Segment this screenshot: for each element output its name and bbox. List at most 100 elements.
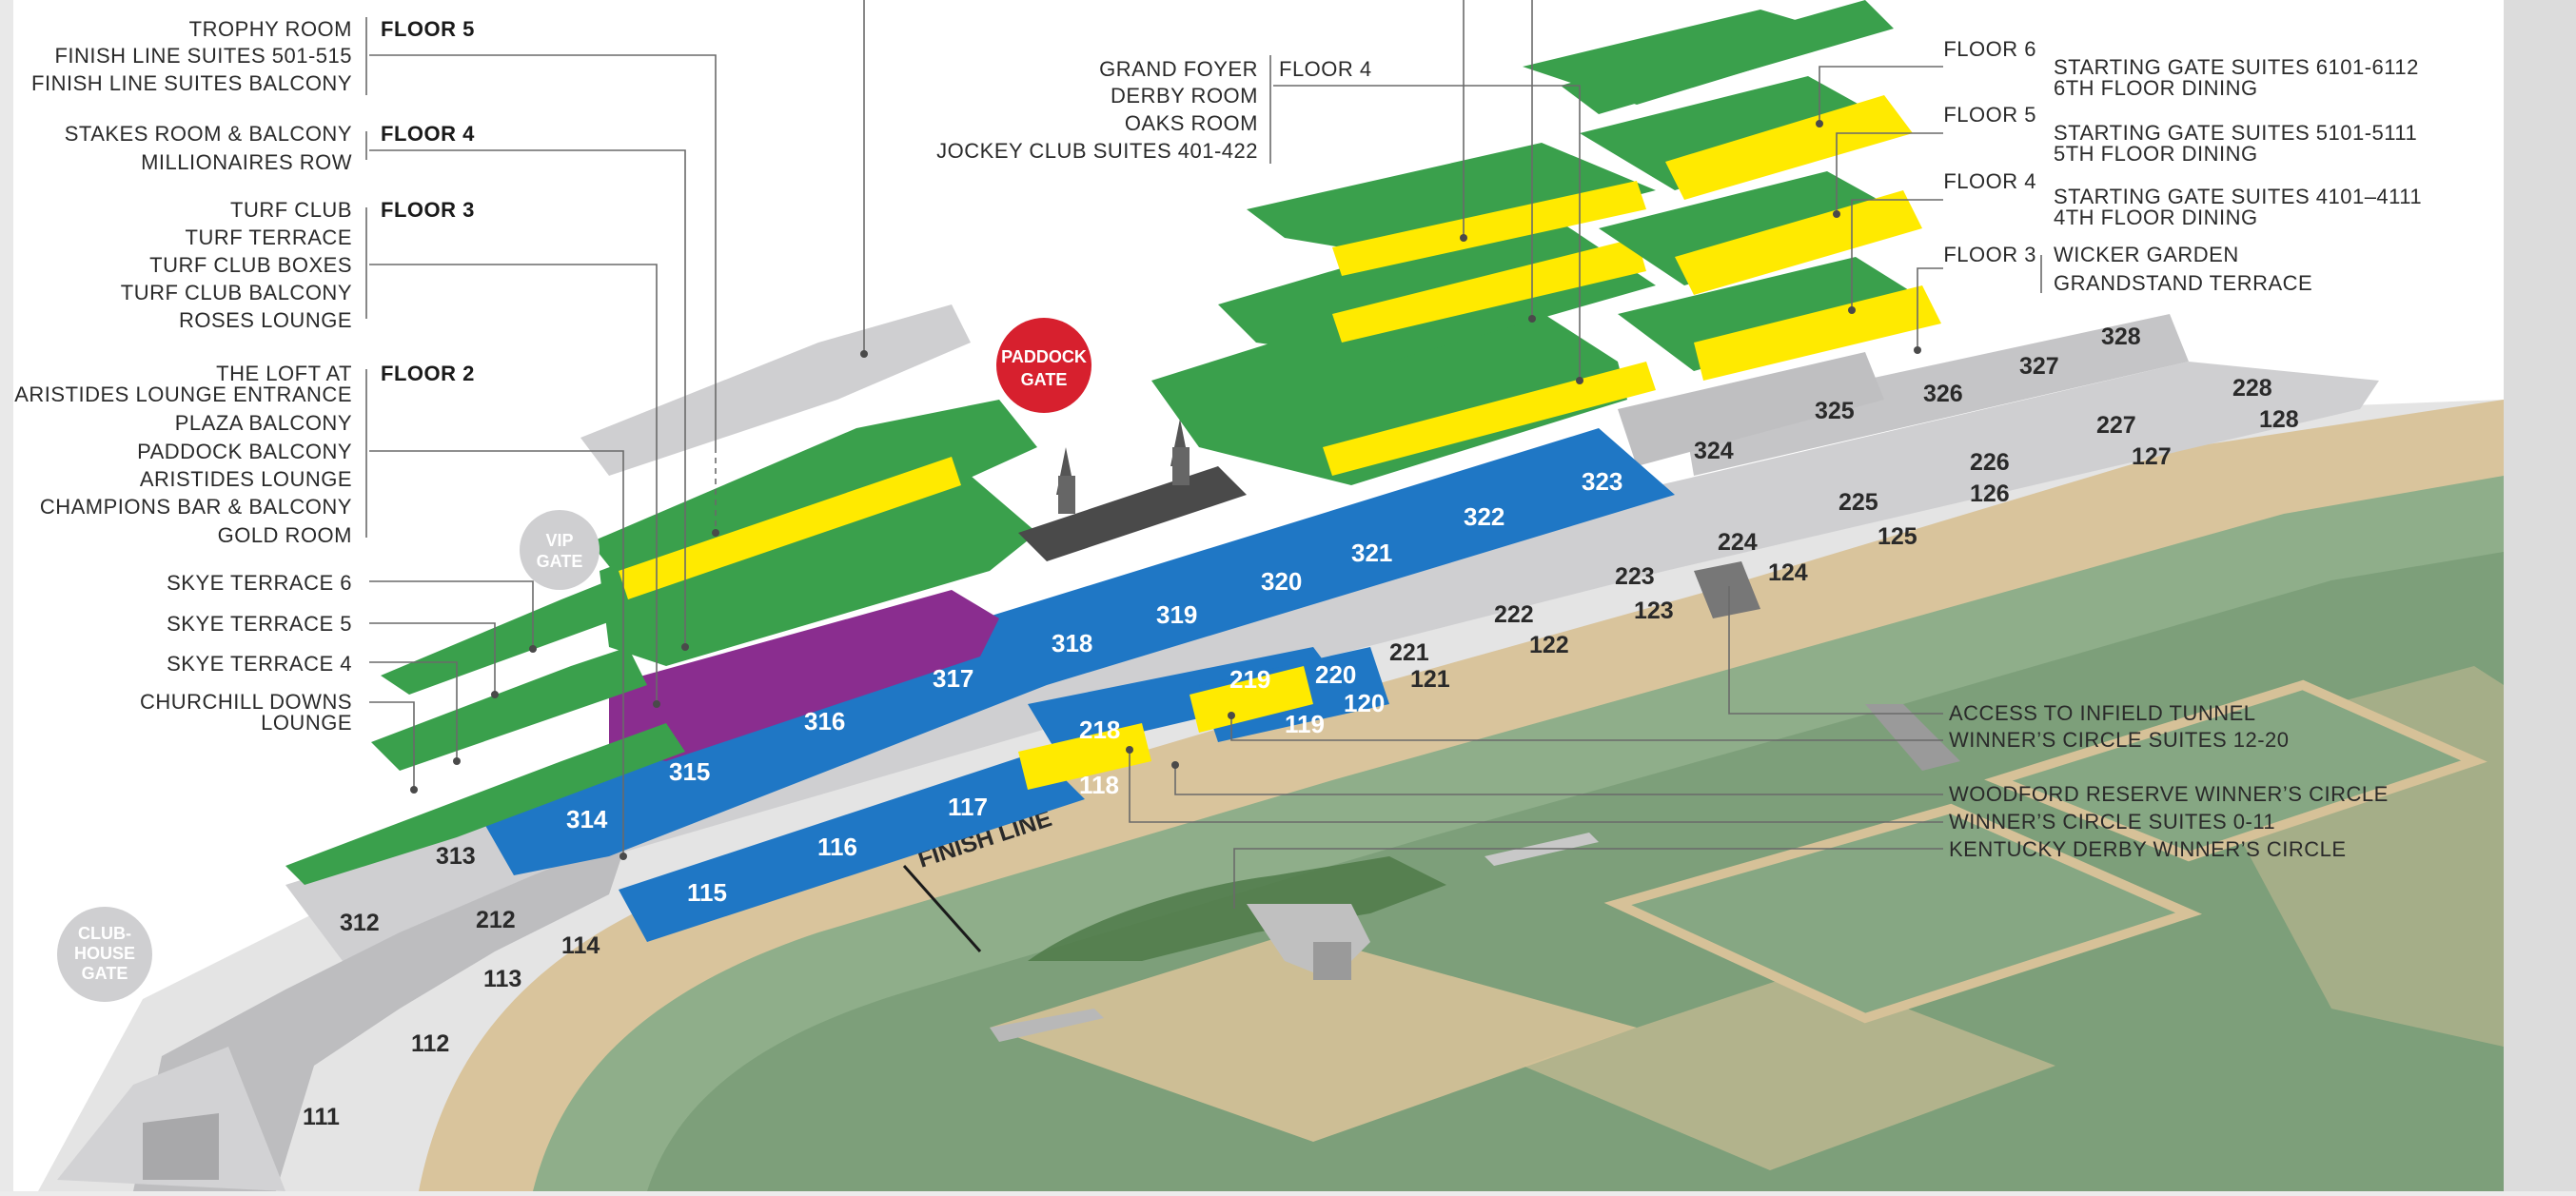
winners-circle-suites-12-20[interactable] [1190, 666, 1313, 733]
section-318[interactable]: 318 [1052, 629, 1092, 657]
section-122[interactable]: 122 [1529, 632, 1569, 658]
label-churchill-downs: CHURCHILL DOWNS [140, 690, 352, 714]
vip-gate[interactable]: VIP GATE [520, 510, 600, 590]
label-floor-2-left: FLOOR 2 [381, 362, 475, 385]
clubhouse-green-terraces [285, 304, 1037, 885]
label-skye-4: SKYE TERRACE 4 [167, 652, 352, 676]
paddock-gate-label-1: PADDOCK [1001, 347, 1087, 366]
left-legend: TROPHY ROOM FINISH LINE SUITES 501-515 F… [14, 17, 475, 735]
section-119[interactable]: 119 [1285, 710, 1325, 738]
section-222[interactable]: 222 [1494, 601, 1534, 628]
kentucky-derby-winners-circle[interactable] [1028, 856, 1446, 980]
section-114[interactable]: 114 [561, 932, 600, 959]
label-floor-6-right: FLOOR 6 [1943, 37, 2036, 61]
section-327[interactable]: 327 [2019, 353, 2059, 380]
section-226[interactable]: 226 [1970, 449, 2010, 476]
vip-gate-label-2: GATE [537, 552, 583, 571]
section-325[interactable]: 325 [1815, 398, 1855, 424]
section-227[interactable]: 227 [2096, 412, 2136, 439]
section-317[interactable]: 317 [933, 664, 973, 693]
section-212[interactable]: 212 [476, 907, 516, 933]
section-221[interactable]: 221 [1389, 639, 1429, 666]
label-plaza-balcony: PLAZA BALCONY [175, 411, 352, 435]
label-skye-5: SKYE TERRACE 5 [167, 612, 352, 636]
section-218[interactable]: 218 [1079, 716, 1120, 744]
label-turf-club-boxes: TURF CLUB BOXES [149, 253, 352, 277]
label-floor-4-center: FLOOR 4 [1279, 57, 1372, 81]
label-winners-suites-12-20: WINNER’S CIRCLE SUITES 12-20 [1949, 728, 2290, 752]
section-123[interactable]: 123 [1634, 598, 1674, 624]
section-315[interactable]: 315 [669, 757, 710, 786]
section-111[interactable]: 111 [303, 1104, 340, 1130]
section-320[interactable]: 320 [1261, 567, 1302, 596]
section-113[interactable]: 113 [483, 966, 521, 992]
label-floor-3-left: FLOOR 3 [381, 198, 475, 222]
section-116[interactable]: 116 [817, 833, 857, 861]
clubhouse-gate[interactable]: CLUB- HOUSE GATE [57, 907, 152, 1002]
label-grandstand-terrace: GRANDSTAND TERRACE [2054, 271, 2312, 295]
label-turf-club-balcony: TURF CLUB BALCONY [121, 281, 352, 304]
upper-tiers-right [1151, 0, 1941, 485]
label-6th-floor-dining: 6TH FLOOR DINING [2054, 76, 2258, 100]
blue-sections: 314 315 316 317 318 319 320 321 322 323 … [566, 467, 1622, 907]
paddock-gate[interactable]: PADDOCK GATE [996, 318, 1091, 413]
section-321[interactable]: 321 [1351, 539, 1392, 567]
label-floor-5-left: FLOOR 5 [381, 17, 475, 41]
section-319[interactable]: 319 [1156, 600, 1197, 629]
section-323[interactable]: 323 [1582, 467, 1622, 496]
blue-100-lower [619, 752, 1085, 942]
label-trophy-room: TROPHY ROOM [189, 17, 352, 41]
label-jockey-club-suites: JOCKEY CLUB SUITES 401-422 [936, 139, 1258, 163]
section-219[interactable]: 219 [1229, 665, 1270, 694]
label-millionaires-row: MILLIONAIRES ROW [141, 150, 352, 174]
section-225[interactable]: 225 [1839, 489, 1878, 516]
paddock-gate-label-2: GATE [1021, 370, 1068, 389]
section-224[interactable]: 224 [1718, 529, 1758, 556]
label-floor-4-left: FLOOR 4 [381, 122, 475, 146]
section-115[interactable]: 115 [687, 878, 727, 907]
label-champions-bar: CHAMPIONS BAR & BALCONY [40, 495, 352, 519]
label-woodford-reserve: WOODFORD RESERVE WINNER’S CIRCLE [1949, 782, 2389, 806]
clubhouse-gate-label-2: HOUSE [74, 944, 135, 963]
section-118[interactable]: 118 [1079, 771, 1119, 799]
section-125[interactable]: 125 [1878, 523, 1917, 550]
section-313[interactable]: 313 [436, 843, 476, 870]
section-328[interactable]: 328 [2101, 324, 2141, 350]
section-126[interactable]: 126 [1970, 480, 2010, 507]
label-finish-line-balcony: FINISH LINE SUITES BALCONY [31, 71, 352, 95]
section-228[interactable]: 228 [2232, 375, 2272, 402]
section-326[interactable]: 326 [1923, 381, 1963, 407]
twin-spires [1018, 419, 1247, 561]
section-121[interactable]: 121 [1410, 666, 1450, 693]
center-legend: GRAND FOYER DERBY ROOM OAKS ROOM JOCKEY … [936, 57, 1371, 163]
clubhouse-gate-label-1: CLUB- [78, 924, 131, 943]
section-220[interactable]: 220 [1315, 660, 1356, 689]
section-127[interactable]: 127 [2132, 443, 2172, 470]
label-floor-4-right: FLOOR 4 [1943, 169, 2036, 193]
section-324[interactable]: 324 [1694, 438, 1734, 464]
bottom-right-legend: ACCESS TO INFIELD TUNNEL WINNER’S CIRCLE… [1949, 701, 2389, 861]
label-oaks-room: OAKS ROOM [1125, 111, 1258, 135]
section-128[interactable]: 128 [2259, 406, 2299, 433]
blue-300-bowl [476, 428, 1675, 875]
label-turf-terrace: TURF TERRACE [186, 225, 353, 249]
label-derby-room: DERBY ROOM [1111, 84, 1258, 108]
finish-line-mark [902, 865, 982, 952]
section-112[interactable]: 112 [411, 1030, 449, 1057]
winners-circle-suites-0-11[interactable] [1018, 723, 1151, 790]
section-223[interactable]: 223 [1615, 563, 1655, 590]
label-aristides-entrance: ARISTIDES LOUNGE ENTRANCE [14, 382, 352, 406]
label-roses-lounge: ROSES LOUNGE [179, 308, 352, 332]
section-314[interactable]: 314 [566, 805, 608, 833]
grey-sections: 313 312 212 114 113 112 111 121 221 122 … [303, 324, 2299, 1130]
section-312[interactable]: 312 [340, 910, 380, 936]
label-turf-club: TURF CLUB [230, 198, 352, 222]
section-316[interactable]: 316 [804, 707, 845, 735]
section-322[interactable]: 322 [1464, 502, 1504, 531]
section-117[interactable]: 117 [948, 793, 988, 821]
clubhouse-gate-label-3: GATE [82, 964, 128, 983]
right-legend: FLOOR 6 STARTING GATE SUITES 6101-6112 6… [1943, 37, 2421, 295]
section-124[interactable]: 124 [1768, 559, 1808, 586]
section-120[interactable]: 120 [1344, 689, 1385, 717]
